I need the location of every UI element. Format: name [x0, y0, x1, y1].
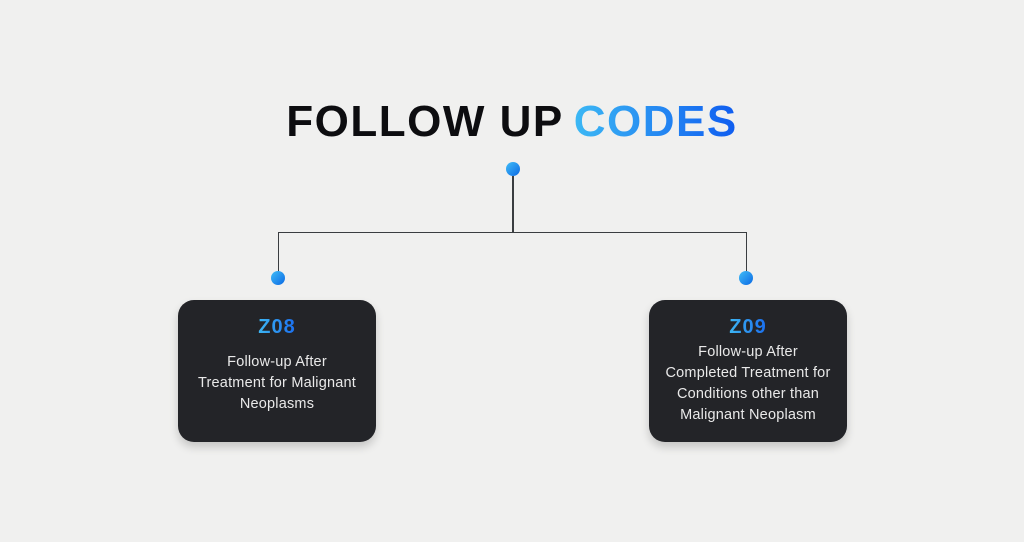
card-z09-code: Z09 [729, 316, 767, 338]
card-text-line: Completed Treatment for [665, 364, 831, 381]
card-z08-code: Z08 [258, 316, 296, 338]
card-z08: Z08 Follow-up After Treatment for Malign… [178, 300, 376, 442]
connector-left-drop-line [277, 231, 279, 272]
title-accent: CODES [573, 97, 738, 146]
connector-dot-top-icon [506, 162, 520, 176]
connector-stem-line [512, 176, 514, 232]
card-z09-description: Follow-up After Completed Treatment for … [659, 339, 837, 428]
card-text-line: Conditions other than [676, 385, 820, 402]
connector-rail-line [278, 231, 747, 233]
connector-dot-left-icon [271, 271, 285, 285]
title-prefix: FOLLOW UP [286, 97, 564, 146]
card-z08-description: Follow-up After Treatment for Malignant … [188, 339, 366, 428]
card-text-line: Malignant Neoplasm [680, 406, 816, 423]
card-z09: Z09 Follow-up After Completed Treatment … [649, 300, 847, 442]
connector-right-drop-line [745, 231, 747, 272]
connector-dot-right-icon [739, 271, 753, 285]
card-text-line: Follow-up After [227, 354, 327, 370]
card-text-line: Neoplasms [239, 396, 315, 412]
card-text-line: Treatment for Malignant [198, 375, 356, 391]
card-text-line: Follow-up After [698, 343, 798, 360]
